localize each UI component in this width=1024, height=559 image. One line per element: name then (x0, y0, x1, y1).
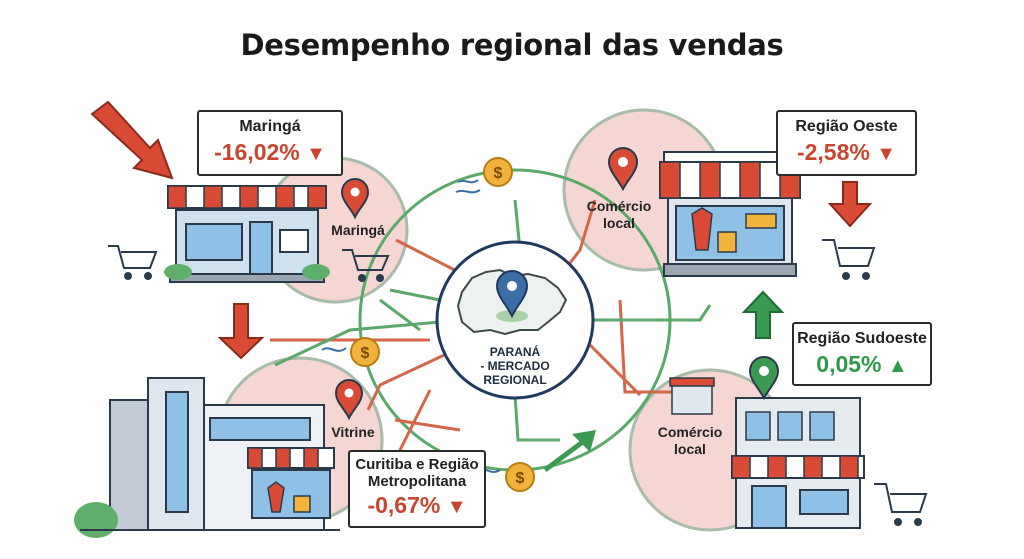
coin-icon: $ (505, 462, 535, 492)
comercio-store-illustration (659, 151, 801, 277)
regiao-sudoeste-callout-name: Região Sudoeste (797, 330, 927, 347)
center-node-label: PARANÁ - MERCADO REGIONAL (470, 345, 560, 387)
comercio-top-node-label: Comércio local (574, 198, 664, 232)
comercio-bottom-label-line1: Comércio (657, 424, 723, 440)
maringa-callout-value: -16,02% ▼ (199, 139, 341, 166)
maringa-value-text: -16,02% (214, 139, 300, 166)
arrow-down-icon: ▼ (306, 143, 326, 166)
vitrine-node-label: Vitrine (331, 424, 375, 440)
shopping-cart-icon (874, 483, 928, 526)
curitiba-callout-name-line1: Curitiba e Região (355, 456, 479, 473)
map-pin-icon (340, 178, 370, 220)
center-label-line3: REGIONAL (483, 372, 547, 387)
maringa-node-label: Maringá (331, 222, 385, 238)
curitiba-value-text: -0,67% (367, 491, 441, 518)
center-label-line2: - MERCADO (480, 358, 550, 373)
regiao-oeste-callout-name: Região Oeste (795, 118, 898, 135)
vitrine-building-illustration (74, 377, 340, 538)
maringa-callout: Maringá -16,02% ▼ (197, 110, 343, 176)
regiao-oeste-value-text: -2,58% (796, 139, 870, 166)
svg-text:$: $ (361, 345, 370, 362)
regiao-sudoeste-callout: Região Sudoeste 0,05% ▲ (792, 322, 932, 386)
regiao-oeste-callout-value: -2,58% ▼ (778, 139, 915, 166)
svg-text:$: $ (516, 470, 525, 487)
coin-icon: $ (483, 157, 513, 187)
curitiba-callout-value: -0,67% ▼ (350, 492, 484, 519)
maringa-vertical-arrow (217, 303, 265, 360)
comercio-bottom-store-illustration (669, 377, 865, 529)
oeste-down-arrow (827, 181, 873, 228)
green-links (274, 199, 712, 442)
page-title: Desempenho regional das vendas (240, 28, 784, 62)
regiao-oeste-callout: Região Oeste -2,58% ▼ (776, 110, 917, 176)
map-pin-icon (607, 147, 639, 192)
comercio-top-label-line2: local (603, 214, 635, 231)
growth-arrow-head (572, 430, 596, 452)
coin-icon: $ (350, 337, 380, 367)
map-pin-icon (334, 379, 364, 421)
maringa-store-illustration (164, 185, 330, 283)
growth-arrow (543, 435, 590, 473)
shopping-cart-icon (822, 239, 876, 280)
curitiba-callout-name-line2: Metropolitana (367, 473, 467, 491)
shopping-cart-icon (108, 245, 158, 280)
arrow-down-icon: ▼ (876, 143, 897, 166)
regiao-sudoeste-callout-value: 0,05% ▲ (794, 351, 930, 378)
maringa-down-arrow (90, 100, 174, 180)
maringa-callout-name: Maringá (239, 118, 301, 135)
arrow-down-icon: ▼ (446, 495, 467, 518)
arrow-up-icon: ▲ (887, 355, 908, 378)
map-pin-icon (748, 356, 780, 401)
curitiba-callout: Curitiba e Região Metropolitana -0,67% ▼ (348, 450, 486, 528)
comercio-top-label-line1: Comércio (586, 198, 652, 214)
comercio-bottom-node-label: Comércio local (645, 424, 735, 458)
regiao-sudoeste-value-text: 0,05% (816, 351, 882, 378)
center-map-pin (495, 270, 529, 319)
shopping-cart-icon (342, 249, 390, 282)
center-label-line1: PARANÁ (489, 345, 541, 359)
sudoeste-up-arrow (741, 290, 785, 339)
svg-text:$: $ (494, 165, 503, 182)
comercio-bottom-label-line2: local (674, 440, 706, 457)
